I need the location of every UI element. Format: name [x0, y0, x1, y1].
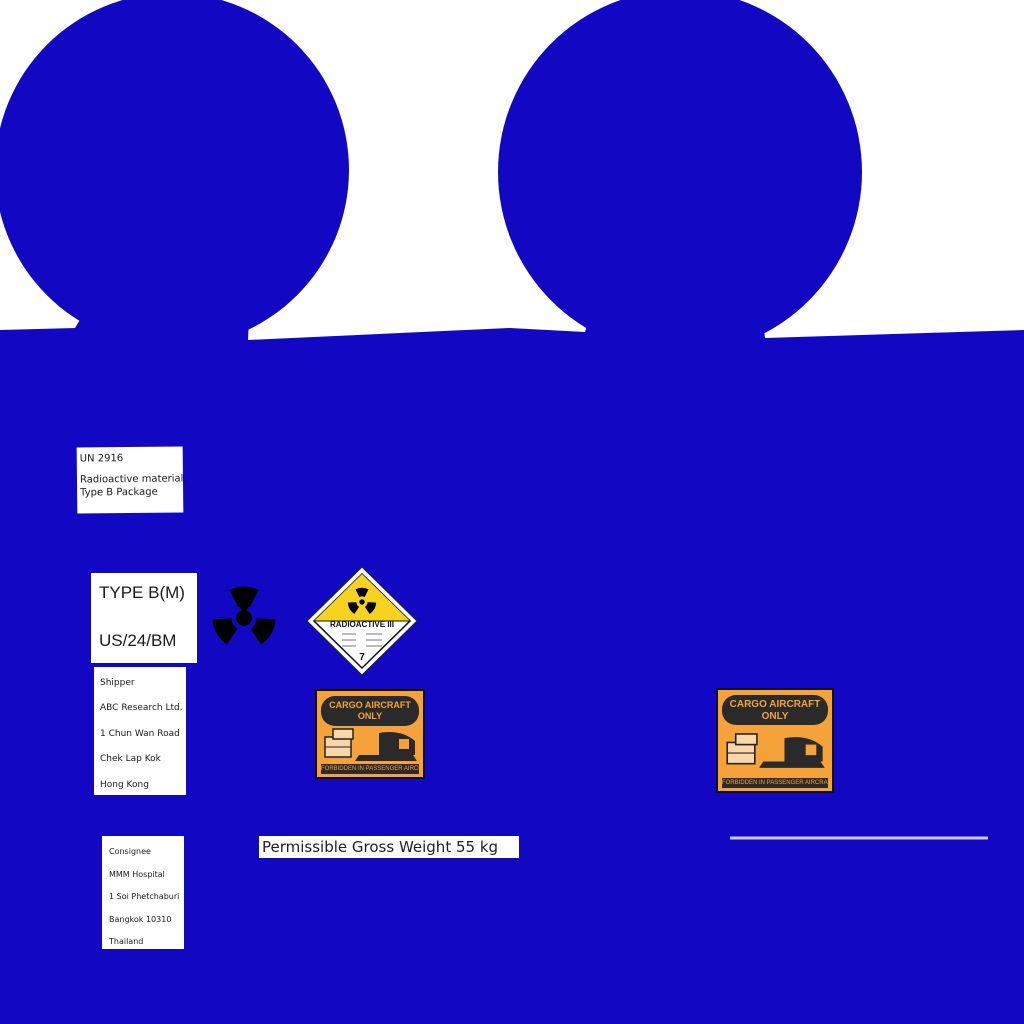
- hazard-class-number: 7: [359, 652, 365, 663]
- cargo-aircraft-only-label: CARGO AIRCRAFT ONLY FORBIDDEN IN PASSENG…: [716, 688, 834, 793]
- drum-body: [0, 300, 1024, 1024]
- gross-weight-text: Permissible Gross Weight 55 kg: [262, 838, 499, 856]
- un-number: UN 2916: [79, 453, 124, 465]
- cargo-label-title: CARGO AIRCRAFT: [329, 700, 411, 710]
- consignee-title: Consignee: [109, 847, 151, 856]
- competent-authority-mark: US/24/BM: [99, 631, 177, 650]
- shipper-title: Shipper: [100, 678, 135, 688]
- package-type-code: TYPE B(M): [99, 583, 185, 602]
- un-number-label: UN 2916 Radioactive material, Type B Pac…: [76, 446, 187, 514]
- shipper-label: Shipper ABC Research Ltd. 1 Chun Wan Roa…: [94, 667, 186, 795]
- cargo-label-title: CARGO AIRCRAFT: [729, 699, 821, 710]
- consignee-name: MMM Hospital: [109, 869, 165, 879]
- cargo-boxes-icon: [324, 728, 417, 761]
- package-type: Type B Package: [80, 486, 158, 499]
- cargo-label-footer: FORBIDDEN IN PASSENGER AIRCRAFT: [321, 764, 419, 774]
- shipper-name: ABC Research Ltd.: [100, 703, 183, 714]
- drum-lid-right: [498, 0, 862, 354]
- consignee-country: Thailand: [109, 937, 144, 946]
- radioactive-iii-label: RADIOACTIVE III 7: [306, 566, 418, 676]
- drum-lid-left: [0, 0, 349, 347]
- proper-shipping-name: Radioactive material,: [79, 473, 187, 486]
- gross-weight-label: Permissible Gross Weight 55 kg: [259, 836, 519, 858]
- cargo-label-subtitle: ONLY: [357, 711, 383, 721]
- consignee-street: 1 Soi Phetchaburi: [109, 892, 180, 901]
- trefoil-icon: [212, 586, 276, 645]
- consignee-label: Consignee MMM Hospital 1 Soi Phetchaburi…: [102, 836, 184, 949]
- radioactive-category-title: RADIOACTIVE III: [329, 620, 394, 629]
- cargo-label-subtitle: ONLY: [761, 711, 789, 722]
- cargo-label-footer: FORBIDDEN IN PASSENGER AIRCRAFT: [722, 778, 828, 788]
- shipper-district: Chek Lap Kok: [100, 754, 161, 765]
- package-type-label: TYPE B(M) US/24/BM: [91, 573, 197, 663]
- cargo-aircraft-only-label: CARGO AIRCRAFT ONLY FORBIDDEN IN PASSENG…: [315, 689, 425, 779]
- shipper-city: Hong Kong: [100, 779, 149, 790]
- cargo-boxes-icon: [726, 733, 825, 768]
- consignee-city: Bangkok 10310: [109, 914, 172, 924]
- shipper-street: 1 Chun Wan Road: [100, 728, 180, 739]
- trefoil-icon: [347, 587, 377, 614]
